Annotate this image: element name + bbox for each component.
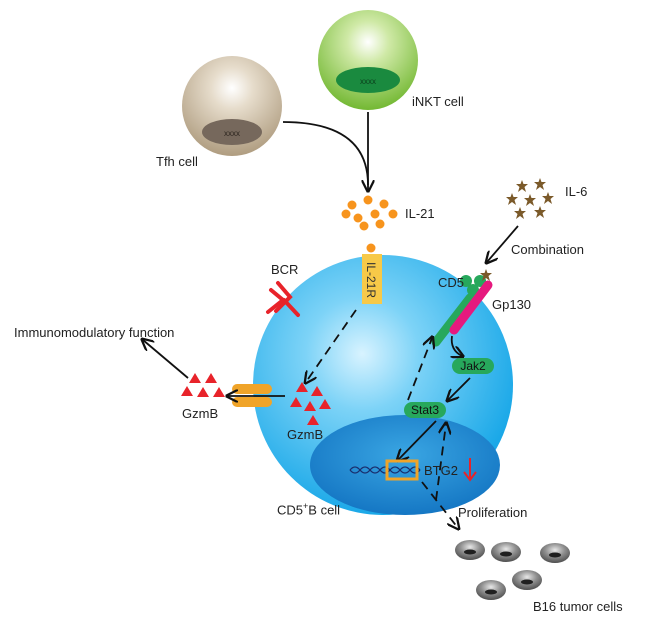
cd5-b-cell-label: CD5+B cell <box>277 501 341 518</box>
inkt-cell <box>318 10 418 110</box>
cd5-receptor <box>431 293 475 347</box>
gp130-receptor <box>449 280 493 335</box>
il21-cluster <box>341 195 398 231</box>
bcr-receptor <box>266 281 300 317</box>
btg2-down-arrowhead <box>463 471 477 482</box>
il21-bound-dot <box>366 243 376 253</box>
inkt-cell-label: iNKT cell <box>412 94 464 109</box>
jak2-pill <box>452 358 494 374</box>
nucleus <box>310 415 500 515</box>
stat3-to-cd5-arrow <box>407 338 432 401</box>
gzmb-outside <box>181 373 225 397</box>
btg2-label: BTG2 <box>424 463 458 478</box>
gp130-to-jak2-arrow <box>452 335 462 356</box>
il21r-label: IL-21R <box>364 262 378 298</box>
combination-label: Combination <box>511 242 584 257</box>
tumor-cells <box>455 540 570 600</box>
gp130-label: Gp130 <box>492 297 532 312</box>
il6-to-gp130-arrow <box>487 225 519 262</box>
tfh-to-il21-arrow <box>282 121 369 186</box>
btg2-gene-box <box>385 459 419 481</box>
jak2-to-stat3-arrow <box>448 377 471 400</box>
gzmb-outside-label: GzmB <box>182 406 219 421</box>
proliferation-label: Proliferation <box>458 505 528 520</box>
tfh-cell-label: Tfh cell <box>156 154 198 169</box>
il6-cluster <box>506 178 554 219</box>
il21-label: IL-21 <box>405 206 435 221</box>
bcr-label: BCR <box>271 262 299 277</box>
inkt-dna-glyph: xxxx <box>360 77 376 86</box>
gzmb-transporter-bottom <box>232 397 272 407</box>
dna-helix <box>349 466 421 474</box>
stat3-pill <box>404 402 446 418</box>
gzmb-inside-label: GzmB <box>287 427 324 442</box>
immunomodulatory-label: Immunomodulatory function <box>14 325 175 340</box>
btg2-to-stat3-arrow <box>435 424 446 501</box>
proliferation-arrow <box>421 481 458 528</box>
il6-label: IL-6 <box>565 184 588 199</box>
cd5-label: CD5 <box>438 275 465 290</box>
gzmb-inside <box>290 382 331 425</box>
il6-bound-star <box>480 269 492 281</box>
stat3-label: Stat3 <box>411 403 439 417</box>
il21r-receptor <box>362 254 382 304</box>
cd5-b-cell-sup: + <box>303 501 309 511</box>
jak2-label: Jak2 <box>460 359 486 373</box>
gzmb-transporter-top <box>232 384 272 394</box>
cd5-b-cell-prefix: CD5 <box>277 502 304 518</box>
inkt-nucleus <box>336 67 400 93</box>
tfh-nucleus <box>202 119 262 145</box>
cd5-ball-2 <box>467 284 479 296</box>
stat3-to-dna-arrow <box>398 420 437 460</box>
b16-label: B16 tumor cells <box>533 599 623 614</box>
immunomodulatory-arrow <box>143 340 189 379</box>
cd5-ball-1 <box>460 275 472 287</box>
tfh-dna-glyph: xxxx <box>224 129 240 138</box>
cd5-b-cell-suffix: B cell <box>308 502 341 518</box>
